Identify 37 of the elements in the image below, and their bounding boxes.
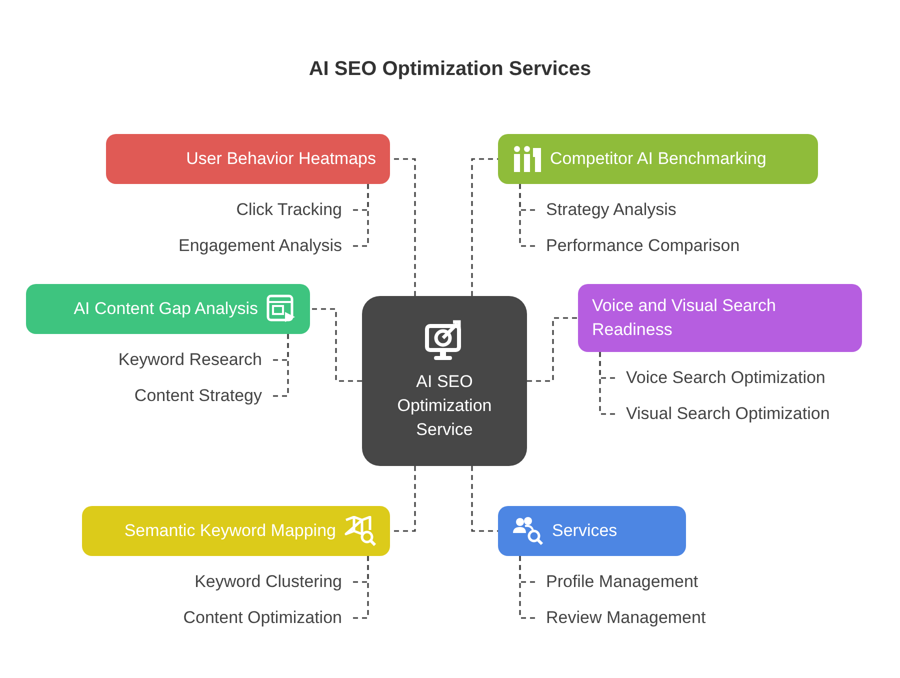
subtopic-label: Profile Management — [546, 571, 698, 593]
category-label: User Behavior Heatmaps — [186, 148, 376, 170]
subtopic-label: Click Tracking — [236, 199, 342, 221]
subtopic-label: Content Strategy — [134, 385, 262, 407]
subtopic-label: Keyword Clustering — [194, 571, 342, 593]
dashed-connector — [527, 317, 578, 382]
category-box — [106, 134, 390, 184]
dashed-connector — [350, 184, 369, 247]
category-box — [498, 506, 686, 556]
subtopic-label: Content Optimization — [183, 607, 342, 629]
subtopic-label: Visual Search Optimization — [626, 403, 830, 425]
dashed-connector — [310, 308, 362, 382]
diagram-title: AI SEO Optimization Services — [308, 58, 592, 81]
subtopic-label: Review Management — [546, 607, 706, 629]
category-box — [498, 134, 818, 184]
dashed-connector — [350, 556, 369, 619]
category-box — [26, 284, 310, 334]
category-label: Competitor AI Benchmarking — [550, 148, 766, 170]
subtopic-label: Voice Search Optimization — [626, 367, 826, 389]
category-label: Voice and Visual Search Readiness — [592, 295, 777, 341]
category-label: AI Content Gap Analysis — [74, 298, 258, 320]
subtopic-label: Keyword Research — [118, 349, 262, 371]
subtopic-label: Strategy Analysis — [546, 199, 676, 221]
subtopic-label: Performance Comparison — [546, 235, 740, 257]
dashed-connector — [471, 466, 498, 532]
dashed-connector — [519, 184, 538, 247]
dashed-connector — [471, 158, 498, 296]
category-box — [82, 506, 390, 556]
central-label: AI SEO Optimization Service — [396, 371, 493, 441]
dashed-connector — [270, 334, 289, 397]
category-label: Semantic Keyword Mapping — [124, 520, 336, 542]
category-box — [578, 284, 862, 352]
category-label: Services — [552, 520, 618, 542]
dashed-connector — [519, 556, 538, 619]
dashed-connector — [599, 352, 618, 415]
subtopic-label: Engagement Analysis — [178, 235, 342, 257]
central-box — [362, 296, 527, 466]
